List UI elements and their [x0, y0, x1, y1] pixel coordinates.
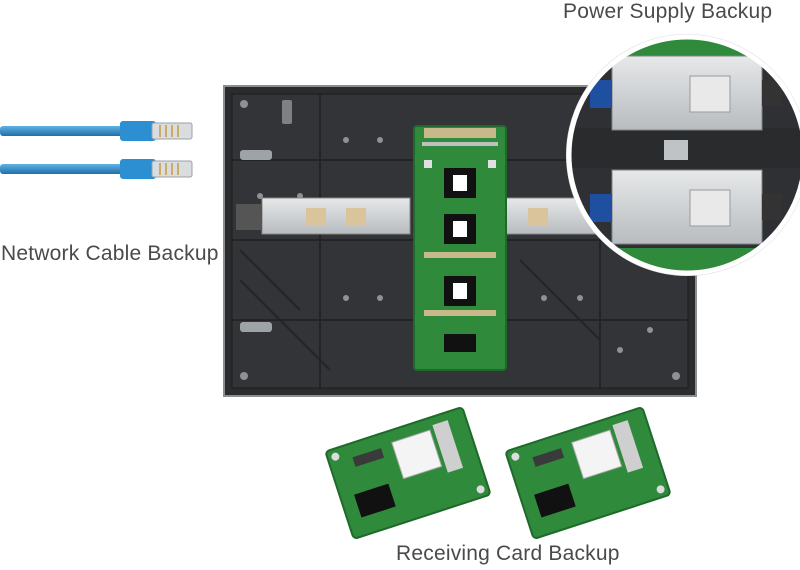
- power-supply-backup-label: Power Supply Backup: [563, 0, 773, 23]
- hub-board-image: [413, 125, 507, 371]
- receiving-card-backup-label: Receiving Card Backup: [396, 542, 620, 565]
- network-cable-icon: [0, 121, 193, 179]
- power-supply-image: [566, 34, 800, 276]
- receiving-card-image: [325, 407, 671, 539]
- network-cable-backup-label: Network Cable Backup: [1, 242, 219, 265]
